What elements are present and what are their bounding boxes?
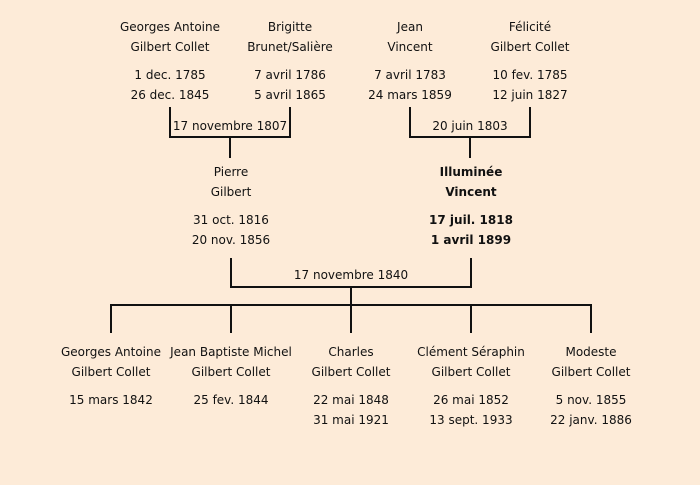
child-jean-baptiste-michel: Jean Baptiste Michel Gilbert Collet 25 f… — [156, 342, 306, 410]
person-death: 22 janv. 1886 — [550, 413, 632, 427]
person-birth: 22 mai 1848 — [313, 393, 389, 407]
person-birth: 26 mai 1852 — [433, 393, 509, 407]
person-first-name: Clément Séraphin — [417, 345, 525, 359]
person-death: 20 nov. 1856 — [191, 233, 271, 247]
person-birth: 17 juil. 1818 — [429, 213, 513, 227]
person-death: 12 juin 1827 — [492, 88, 568, 102]
person-birth: 25 fev. 1844 — [193, 393, 269, 407]
connector-grandparents-left — [169, 107, 291, 158]
person-illuminee: Illuminée Vincent 17 juil. 1818 1 avril … — [396, 162, 546, 250]
person-pierre: Pierre Gilbert 31 oct. 1816 20 nov. 1856 — [156, 162, 306, 250]
child-clement-seraphin: Clément Séraphin Gilbert Collet 26 mai 1… — [396, 342, 546, 430]
person-last-name: Vincent — [387, 40, 433, 54]
child-modeste: Modeste Gilbert Collet 5 nov. 1855 22 ja… — [516, 342, 666, 430]
person-brigitte: Brigitte Brunet/Salière 7 avril 1786 5 a… — [215, 17, 365, 105]
person-birth: 7 avril 1783 — [374, 68, 446, 82]
person-first-name: Pierre — [213, 165, 249, 179]
person-first-name: Charles — [328, 345, 374, 359]
person-death: 24 mars 1859 — [368, 88, 452, 102]
person-last-name: Gilbert Collet — [311, 365, 391, 379]
person-death: 26 dec. 1845 — [130, 88, 210, 102]
person-death: 5 avril 1865 — [254, 88, 326, 102]
person-birth: 5 nov. 1855 — [555, 393, 627, 407]
person-first-name: Modeste — [565, 345, 617, 359]
person-first-name: Félicité — [508, 20, 552, 34]
person-first-name: Illuminée — [439, 165, 503, 179]
person-birth: 1 dec. 1785 — [134, 68, 206, 82]
marriage-date-left: 17 novembre 1807 — [172, 119, 288, 133]
person-last-name: Gilbert — [210, 185, 252, 199]
person-last-name: Gilbert Collet — [551, 365, 631, 379]
person-last-name: Vincent — [445, 185, 497, 199]
person-first-name: Jean Baptiste Michel — [170, 345, 292, 359]
person-first-name: Brigitte — [267, 20, 313, 34]
person-last-name: Gilbert Collet — [490, 40, 570, 54]
person-felicite: Félicité Gilbert Collet 10 fev. 1785 12 … — [455, 17, 605, 105]
person-first-name: Jean — [397, 20, 423, 34]
marriage-date-parents: 17 novembre 1840 — [293, 268, 409, 282]
person-georges-antoine-sr: Georges Antoine Gilbert Collet 1 dec. 17… — [95, 17, 245, 105]
person-first-name: Georges Antoine — [61, 345, 161, 359]
child-charles: Charles Gilbert Collet 22 mai 1848 31 ma… — [276, 342, 426, 430]
person-jean: Jean Vincent 7 avril 1783 24 mars 1859 — [335, 17, 485, 105]
connector-parents — [230, 258, 472, 305]
person-last-name: Brunet/Salière — [247, 40, 333, 54]
person-last-name: Gilbert Collet — [431, 365, 511, 379]
person-last-name: Gilbert Collet — [71, 365, 151, 379]
person-death: 31 mai 1921 — [313, 413, 389, 427]
connector-children — [110, 304, 592, 333]
marriage-date-right: 20 juin 1803 — [432, 119, 508, 133]
child-georges-antoine: Georges Antoine Gilbert Collet 15 mars 1… — [36, 342, 186, 410]
person-last-name: Gilbert Collet — [191, 365, 271, 379]
person-birth: 31 oct. 1816 — [193, 213, 269, 227]
person-birth: 7 avril 1786 — [254, 68, 326, 82]
person-last-name: Gilbert Collet — [130, 40, 210, 54]
person-birth: 10 fev. 1785 — [492, 68, 568, 82]
person-death: 1 avril 1899 — [430, 233, 512, 247]
connector-grandparents-right — [409, 107, 531, 158]
person-birth: 15 mars 1842 — [69, 393, 153, 407]
person-death: 13 sept. 1933 — [429, 413, 513, 427]
person-first-name: Georges Antoine — [120, 20, 220, 34]
